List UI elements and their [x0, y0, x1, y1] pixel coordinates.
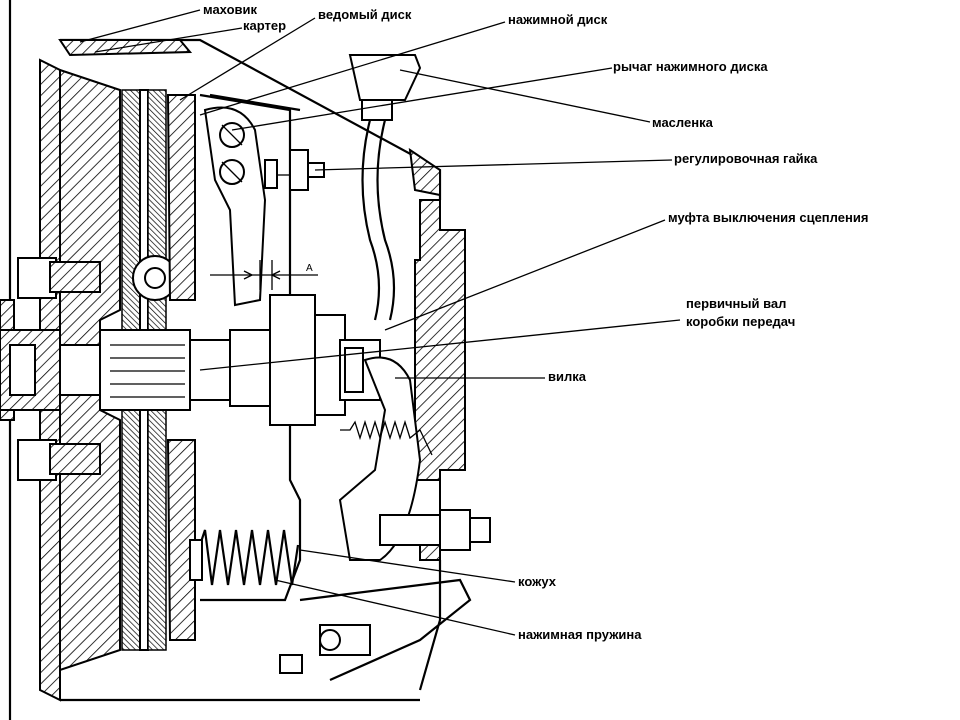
label-driven-disc: ведомый диск — [318, 7, 412, 22]
label-release-bearing: муфта выключения сцепления — [668, 210, 868, 225]
labels: маховик картер ведомый диск нажимной дис… — [203, 2, 868, 642]
gap-label: А — [306, 263, 313, 274]
clutch-cover — [199, 93, 302, 602]
crankshaft-hub — [0, 329, 61, 411]
release-fork — [338, 356, 491, 561]
label-flywheel: маховик — [203, 2, 258, 17]
input-shaft — [59, 329, 271, 411]
label-input-shaft-2: коробки передач — [686, 314, 795, 329]
label-housing: картер — [243, 18, 286, 33]
label-input-shaft-1: первичный вал — [686, 296, 786, 311]
label-pressure-spring: нажимная пружина — [518, 627, 642, 642]
pressure-spring — [189, 529, 300, 586]
label-adjusting-nut: регулировочная гайка — [674, 151, 818, 166]
label-cover: кожух — [518, 574, 557, 589]
clutch-housing — [39, 38, 466, 702]
pressure-plate — [166, 94, 196, 641]
adjusting-nut — [264, 149, 325, 191]
label-oiler: масленка — [652, 115, 714, 130]
oiler — [348, 54, 422, 321]
release-lever — [203, 106, 267, 307]
leader-lines — [79, 9, 681, 636]
lower-linkage — [279, 578, 472, 682]
label-pressure-plate: нажимной диск — [508, 12, 608, 27]
label-fork: вилка — [548, 369, 587, 384]
gap-dimension: А — [210, 260, 318, 290]
release-bearing — [269, 294, 381, 426]
label-release-lever: рычаг нажимного диска — [613, 59, 768, 74]
